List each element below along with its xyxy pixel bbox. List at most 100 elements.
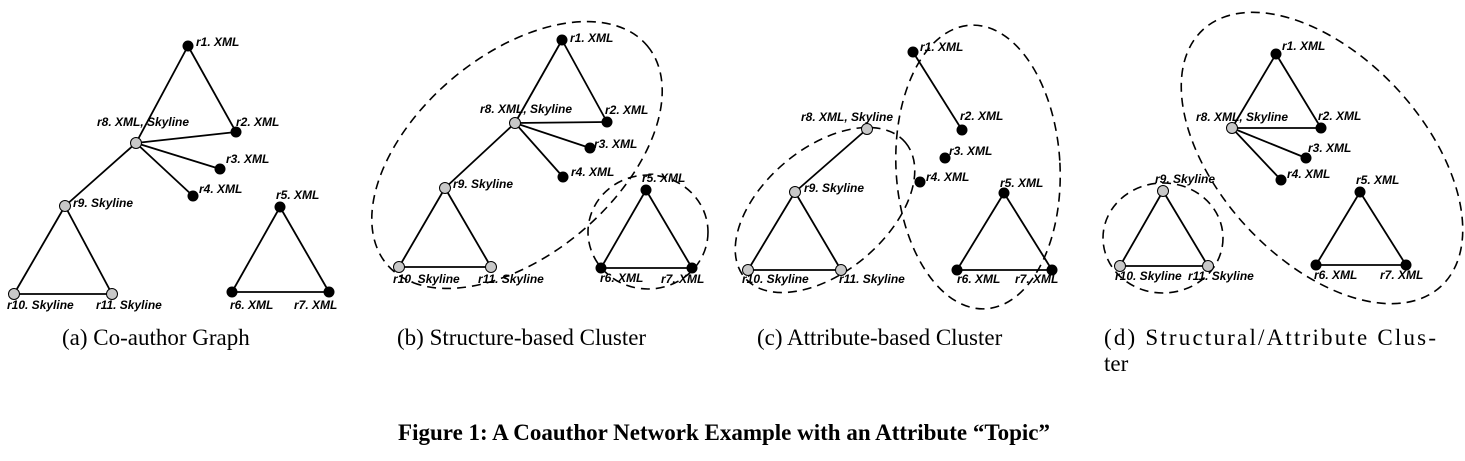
edge-r1-r8 [1231, 53, 1277, 129]
node-r3 [1300, 152, 1312, 164]
label-r6: r6. XML [1314, 268, 1357, 282]
edge-r1-r2 [561, 39, 608, 123]
node-r2 [956, 124, 968, 136]
label-r4: r4. XML [199, 182, 242, 196]
node-r7 [1046, 264, 1058, 276]
label-r11: r11. Skyline [478, 272, 544, 286]
cluster-ellipse-xml [1180, 11, 1464, 305]
node-r7 [686, 262, 698, 274]
cluster-ellipse-skyline [1102, 182, 1224, 294]
edge-r9-r10 [747, 191, 796, 271]
node-r6 [1310, 259, 1322, 271]
label-r5: r5. XML [1356, 173, 1399, 187]
node-r3 [939, 152, 951, 164]
label-r11: r11. Skyline [96, 298, 162, 312]
label-r1: r1. XML [920, 40, 963, 54]
edge-r1-r2 [1275, 53, 1322, 129]
node-r8 [509, 117, 521, 129]
label-r7: r7. XML [1380, 268, 1423, 282]
node-r6 [595, 262, 607, 274]
node-r8 [861, 123, 873, 135]
label-r3: r3. XML [226, 152, 269, 166]
node-r9 [59, 200, 71, 212]
edge-r5-r7 [1003, 192, 1053, 271]
figure-title: Figure 1: A Coauthor Network Example wit… [398, 420, 1050, 445]
node-r1 [556, 34, 568, 46]
label-r5: r5. XML [642, 171, 685, 185]
label-r4: r4. XML [571, 165, 614, 179]
panel-d-structural-attribute-cluster: r1. XML r2. XML r3. XML r4. XML r8. XML,… [1102, 11, 1464, 376]
edge-r9-r10 [13, 205, 66, 295]
caption-c: (c) Attribute-based Cluster [757, 325, 1003, 350]
cluster-ellipse-small [587, 174, 709, 290]
node-r3 [214, 163, 226, 175]
cluster-ellipse-skyline [734, 126, 916, 294]
node-r5 [1354, 186, 1366, 198]
label-r1: r1. XML [196, 35, 239, 49]
label-r1: r1. XML [570, 31, 613, 45]
node-r4 [1275, 174, 1287, 186]
caption-a: (a) Co-author Graph [62, 325, 250, 350]
caption-b: (b) Structure-based Cluster [397, 325, 646, 350]
panel-b-structure-based-cluster: r1. XML r2. XML r3. XML r4. XML r8. XML,… [370, 20, 709, 350]
node-r11 [106, 288, 118, 300]
edge-r1-r2 [912, 51, 963, 131]
cluster-ellipse-xml [894, 24, 1062, 310]
label-r10: r10. Skyline [7, 298, 74, 312]
label-r6: r6. XML [230, 298, 273, 312]
node-r9 [1157, 185, 1169, 197]
label-r2: r2. XML [1318, 109, 1361, 123]
label-r1: r1. XML [1282, 39, 1325, 53]
node-r10 [8, 288, 20, 300]
node-r8 [130, 137, 142, 149]
label-r7: r7. XML [1015, 272, 1058, 286]
node-r4 [914, 176, 926, 188]
label-r9: r9. Skyline [1155, 172, 1215, 186]
edge-r8-r9 [794, 128, 868, 193]
panel-c-attribute-based-cluster: r1. XML r2. XML r3. XML r4. XML r8. XML,… [734, 24, 1062, 350]
label-r5: r5. XML [276, 188, 319, 202]
label-r10: r10. Skyline [393, 272, 460, 286]
node-r4 [557, 171, 569, 183]
label-r8: r8. XML, Skyline [1196, 110, 1288, 124]
node-r1 [182, 40, 194, 52]
edge-r9-r11 [794, 191, 842, 271]
node-r2 [1315, 122, 1327, 134]
node-r5 [998, 187, 1010, 199]
node-r10 [1114, 260, 1126, 272]
node-r6 [951, 264, 963, 276]
label-r6: r6. XML [600, 271, 643, 285]
edge-r5-r6 [600, 189, 647, 269]
edge-r1-r8 [514, 39, 563, 124]
edge-r8-r4 [135, 142, 194, 197]
edge-r5-r6 [956, 192, 1005, 271]
node-r2 [230, 126, 242, 138]
label-r4: r4. XML [1287, 167, 1330, 181]
node-r5 [274, 201, 286, 213]
label-r8: r8. XML, Skyline [801, 110, 893, 124]
edge-r8-r9 [444, 122, 516, 189]
edge-r5-r6 [1315, 191, 1361, 266]
edge-r5-r7 [279, 206, 330, 293]
edge-r5-r6 [231, 206, 281, 293]
node-r3 [584, 142, 596, 154]
edge-r8-r3 [514, 122, 591, 149]
edge-r8-r2 [514, 121, 608, 124]
label-r9: r9. Skyline [73, 196, 133, 210]
node-r9 [789, 186, 801, 198]
node-r9 [439, 182, 451, 194]
caption-d-line1: (d) Structural/Attribute Clus- [1104, 325, 1436, 350]
label-r8: r8. XML, Skyline [97, 115, 189, 129]
label-r10: r10. Skyline [1115, 269, 1182, 283]
edge-r8-r4 [1231, 127, 1282, 181]
node-r7 [323, 286, 335, 298]
edge-r1-r8 [135, 45, 189, 144]
edge-r5-r7 [645, 189, 693, 269]
node-r2 [601, 116, 613, 128]
edge-r9-r11 [1162, 190, 1209, 267]
edge-r8-r3 [135, 142, 221, 170]
edge-r9-r10 [1119, 190, 1164, 267]
label-r11: r11. Skyline [839, 272, 905, 286]
edge-r9-r10 [398, 187, 446, 268]
